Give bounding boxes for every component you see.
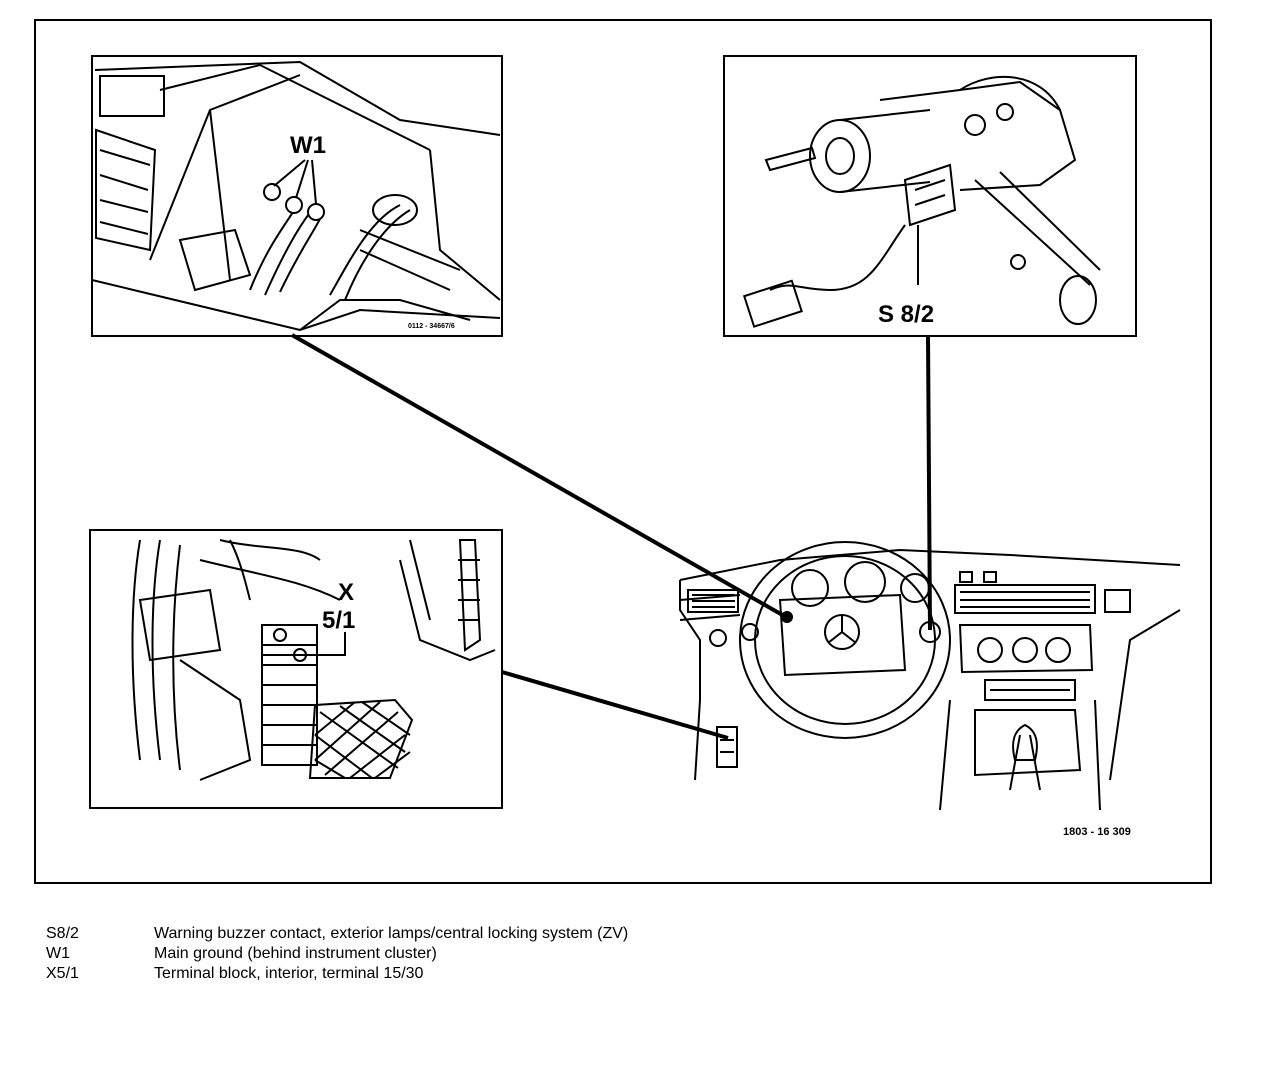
legend-description: Warning buzzer contact, exterior lamps/c… (154, 925, 629, 942)
legend-row-s82: S8/2 Warning buzzer contact, exterior la… (46, 924, 628, 944)
legend-row-w1: W1 Main ground (behind instrument cluste… (46, 944, 628, 964)
leader-x51 (501, 670, 729, 740)
legend-code: X5/1 (46, 965, 79, 982)
legend-description: Terminal block, interior, terminal 15/30 (154, 965, 424, 982)
legend-description: Main ground (behind instrument cluster) (154, 945, 437, 962)
w1-inset-drawing (91, 60, 501, 332)
label-s82: S 8/2 (878, 301, 934, 328)
legend-code: W1 (46, 945, 70, 962)
legend-code: S8/2 (46, 925, 79, 942)
leader-w1 (291, 333, 787, 619)
legend-row-x51: X5/1 Terminal block, interior, terminal … (46, 964, 628, 984)
leader-lines (291, 333, 932, 740)
label-x51-bottom: 5/1 (322, 607, 355, 634)
leader-s82 (926, 335, 932, 631)
label-x51-top: X (338, 579, 354, 606)
inset-w1-ground: W1 0112 - 34667/6 (91, 55, 503, 337)
x51-inset-drawing (131, 539, 496, 781)
s82-inset-drawing (742, 75, 1101, 328)
diagram-frame (34, 19, 1212, 884)
inset-x51-terminal-block: X 5/1 (89, 529, 503, 809)
main-figure-number: 1803 - 16 309 (1063, 826, 1131, 838)
inset-s82-switch: S 8/2 (723, 55, 1137, 337)
inset-w1-figure-number: 0112 - 34667/6 (408, 323, 455, 330)
main-dashboard-view (679, 541, 1181, 811)
label-w1: W1 (290, 132, 326, 159)
legend: S8/2 Warning buzzer contact, exterior la… (46, 924, 628, 984)
